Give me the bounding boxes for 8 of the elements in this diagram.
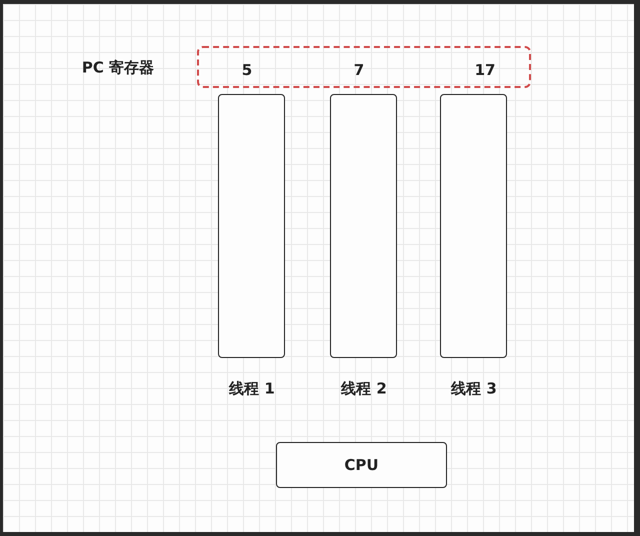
register-value: 17	[474, 61, 496, 79]
thread-label: 线程 3	[451, 380, 497, 398]
cpu-box: CPU	[276, 442, 447, 488]
register-value: 7	[354, 61, 364, 79]
thread-label: 线程 2	[341, 380, 387, 398]
register-value: 5	[242, 61, 252, 79]
register-label: PC 寄存器	[82, 58, 154, 78]
thread-label: 线程 1	[229, 380, 275, 398]
